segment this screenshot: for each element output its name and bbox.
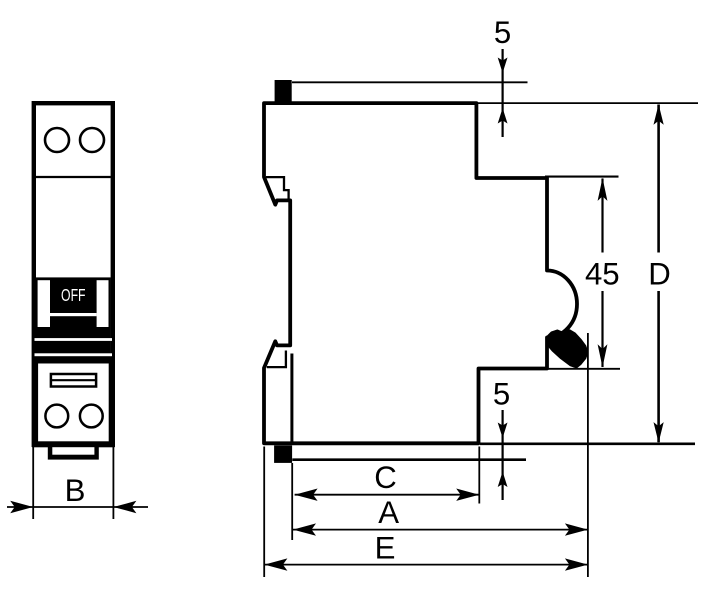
svg-text:OFF: OFF bbox=[61, 285, 86, 305]
svg-text:45: 45 bbox=[585, 256, 620, 291]
svg-text:5: 5 bbox=[493, 377, 510, 412]
svg-text:B: B bbox=[65, 473, 86, 508]
svg-text:E: E bbox=[375, 530, 396, 565]
svg-text:C: C bbox=[374, 460, 397, 495]
svg-text:5: 5 bbox=[494, 15, 511, 50]
svg-text:A: A bbox=[378, 495, 399, 530]
svg-text:D: D bbox=[648, 256, 671, 291]
